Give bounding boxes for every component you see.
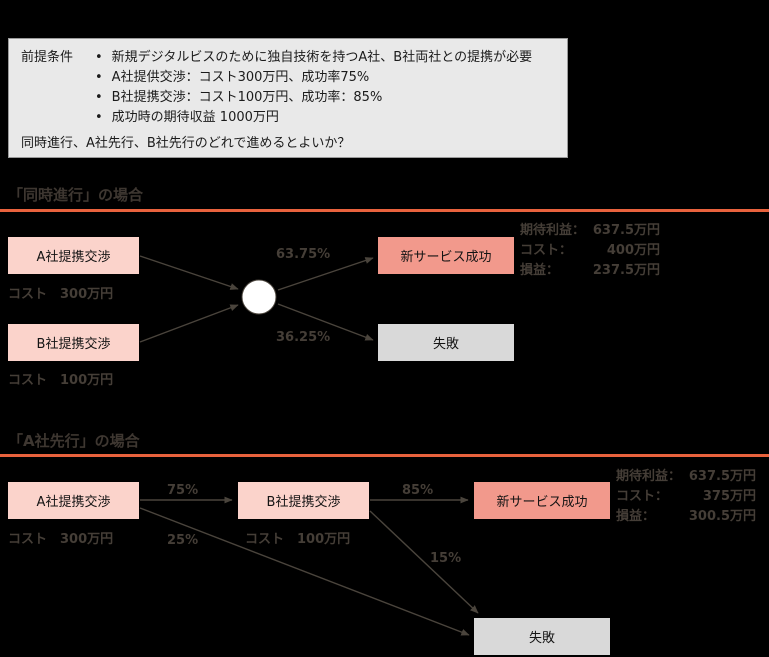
- cost-label-a-2: コスト 300万円: [8, 532, 114, 547]
- probability-b-success: 85%: [402, 483, 434, 498]
- results-block-simultaneous: 期待利益： 637.5万円 コスト： 400万円 損益： 237.5万円: [520, 221, 660, 281]
- premise-bullet-list: 新規デジタルビスのために独自技術を持つA社、B社両社との提携が必要 A社提供交渉…: [95, 48, 532, 128]
- node-fail-1: 失敗: [378, 324, 514, 361]
- probability-a-success: 75%: [167, 483, 199, 498]
- result-label: 期待利益：: [520, 223, 586, 238]
- probability-a-fail: 25%: [167, 533, 199, 548]
- result-value: 637.5万円: [592, 223, 660, 238]
- result-label: 期待利益：: [616, 469, 682, 484]
- premise-bullet: B社提携交渉：コスト100万円、成功率：85%: [95, 88, 532, 108]
- result-row: コスト： 375万円: [616, 487, 756, 507]
- result-value: 375万円: [702, 489, 756, 504]
- result-label: 損益：: [520, 263, 560, 278]
- result-row: 期待利益： 637.5万円: [520, 221, 660, 241]
- node-company-b-2: B社提携交渉: [238, 482, 369, 519]
- cost-label-b-2: コスト 100万円: [245, 532, 351, 547]
- chance-node-circle: [241, 279, 277, 315]
- probability-fail-1: 36.25%: [276, 330, 331, 345]
- premise-label: 前提条件: [21, 50, 74, 65]
- cost-label-a-1: コスト 300万円: [8, 287, 114, 302]
- cost-label-b-1: コスト 100万円: [8, 373, 114, 388]
- result-label: コスト：: [616, 489, 669, 504]
- section-rule-simultaneous: [0, 209, 769, 212]
- arrow-b-to-fail: [369, 510, 479, 614]
- result-value: 637.5万円: [688, 469, 756, 484]
- premise-box: 前提条件 新規デジタルビスのために独自技術を持つA社、B社両社との提携が必要 A…: [8, 38, 568, 158]
- result-value: 300.5万円: [688, 509, 756, 524]
- arrow-chance-to-success: [277, 257, 374, 291]
- section-title-a-first: 「A社先行」の場合: [8, 432, 140, 450]
- premise-bullet: A社提供交渉：コスト300万円、成功率75%: [95, 68, 532, 88]
- result-value: 400万円: [606, 243, 660, 258]
- probability-b-fail: 15%: [430, 551, 462, 566]
- arrow-b-to-chance: [139, 304, 239, 343]
- result-label: 損益：: [616, 509, 656, 524]
- node-company-a-2: A社提携交渉: [8, 482, 139, 519]
- node-company-b-1: B社提携交渉: [8, 324, 139, 361]
- arrow-a-to-chance: [139, 255, 239, 290]
- premise-bullet: 新規デジタルビスのために独自技術を持つA社、B社両社との提携が必要: [95, 48, 532, 68]
- probability-success-1: 63.75%: [276, 247, 331, 262]
- node-success-1: 新サービス成功: [378, 237, 514, 274]
- node-success-2: 新サービス成功: [474, 482, 610, 519]
- result-row: 損益： 300.5万円: [616, 507, 756, 527]
- results-block-a-first: 期待利益： 637.5万円 コスト： 375万円 損益： 300.5万円: [616, 467, 756, 527]
- section-rule-a-first: [0, 454, 769, 457]
- result-row: コスト： 400万円: [520, 241, 660, 261]
- result-label: コスト：: [520, 243, 573, 258]
- result-value: 237.5万円: [592, 263, 660, 278]
- premise-question: 同時進行、A社先行、B社先行のどれで進めるとよいか？: [21, 136, 351, 151]
- node-fail-2: 失敗: [474, 618, 610, 655]
- node-company-a-1: A社提携交渉: [8, 237, 139, 274]
- section-title-simultaneous: 「同時進行」の場合: [8, 186, 144, 204]
- result-row: 期待利益： 637.5万円: [616, 467, 756, 487]
- result-row: 損益： 237.5万円: [520, 261, 660, 281]
- premise-bullet: 成功時の期待収益 1000万円: [95, 108, 532, 128]
